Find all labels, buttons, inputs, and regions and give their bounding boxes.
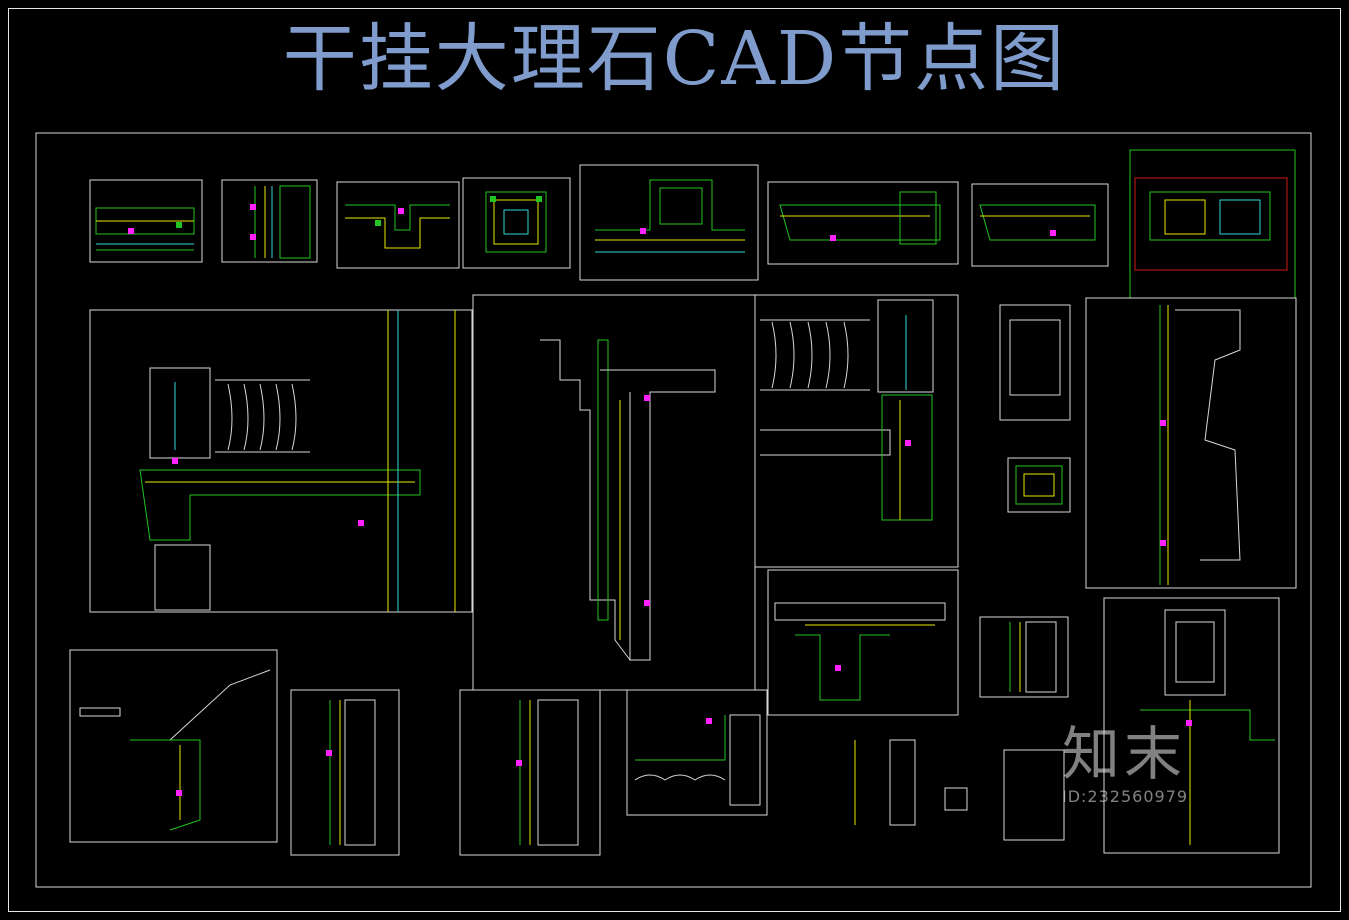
- watermark-logo: 知末: [1062, 720, 1187, 788]
- watermark-id: ID:232560979: [1062, 787, 1189, 806]
- detail-2: [221, 179, 318, 263]
- balustrade-section-2: [754, 294, 959, 568]
- detail-col-3: [626, 689, 768, 816]
- detail-7: [971, 183, 1109, 267]
- detail-1: [89, 179, 203, 263]
- detail-8: [1129, 149, 1296, 299]
- wall-detail-small: [979, 616, 1069, 698]
- column-base-section: [1003, 597, 1280, 854]
- detail-4: [462, 177, 571, 269]
- column-elevation: [999, 304, 1071, 513]
- balustrade-section-1: [89, 309, 473, 613]
- inner-sheet-border: [35, 132, 1312, 888]
- drawing-title: 干挂大理石CAD节点图: [282, 16, 1067, 102]
- wall-cornice-section: [1085, 297, 1297, 589]
- cornice-section-tall: [472, 294, 756, 691]
- sheet-outer-border: [8, 8, 1341, 912]
- watermark: 知末 ID:232560979: [1062, 725, 1188, 806]
- eave-section: [69, 649, 278, 843]
- detail-6: [767, 181, 959, 265]
- detail-5: [579, 164, 759, 281]
- beam-section: [767, 569, 959, 716]
- detail-col-1: [290, 689, 400, 856]
- detail-col-2: [459, 689, 601, 856]
- detail-3: [336, 181, 460, 269]
- plinth-section: [854, 739, 968, 826]
